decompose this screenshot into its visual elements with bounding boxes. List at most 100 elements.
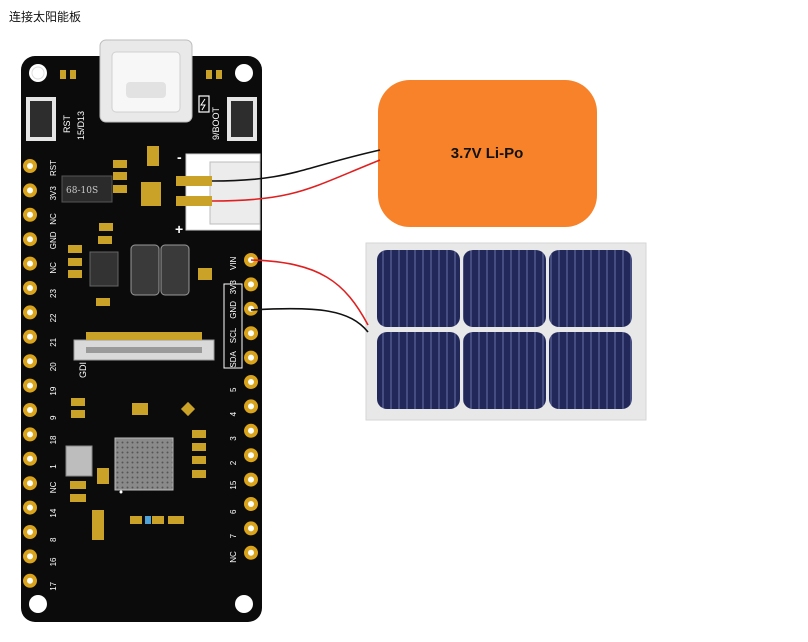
left-pin-14: 14 bbox=[23, 500, 58, 518]
mounting-holes bbox=[29, 64, 253, 613]
pin-hole bbox=[248, 379, 254, 385]
left-pin-label: 16 bbox=[49, 557, 58, 566]
left-pin-1: 3V3 bbox=[23, 183, 58, 200]
right-pin-1: 3V3 bbox=[229, 277, 258, 294]
battery-negative-wire bbox=[211, 149, 381, 182]
pin-hole bbox=[248, 354, 254, 361]
pin-hole bbox=[27, 431, 33, 438]
right-pin-5: 5 bbox=[229, 375, 258, 392]
solar-positive-wire bbox=[250, 259, 369, 326]
solar-cell bbox=[463, 250, 546, 327]
pin-hole bbox=[27, 333, 33, 340]
pin-hole bbox=[248, 305, 254, 312]
left-pin-17: 17 bbox=[23, 573, 58, 591]
right-pin-label: 3V3 bbox=[229, 280, 238, 295]
left-pin-label: NC bbox=[49, 481, 58, 493]
pin-hole bbox=[27, 187, 33, 194]
pin-hole bbox=[248, 330, 254, 337]
gdi-fpc-connector bbox=[73, 332, 215, 361]
gdi-label: GDI bbox=[78, 362, 88, 378]
left-pin-6: 22 bbox=[23, 305, 58, 322]
left-pin-label: GND bbox=[49, 231, 58, 249]
right-pin-7: 3 bbox=[229, 423, 258, 441]
solar-negative-wire bbox=[250, 307, 369, 333]
esp32-chip bbox=[114, 437, 174, 494]
left-pin-label: 20 bbox=[49, 362, 58, 371]
right-pin-label: SCL bbox=[229, 327, 238, 343]
page-title: 连接太阳能板 bbox=[9, 10, 82, 24]
pin-hole bbox=[248, 403, 254, 410]
right-pin-label: 5 bbox=[229, 387, 238, 392]
battery-positive-wire bbox=[211, 159, 381, 202]
right-pin-4: SDA bbox=[229, 350, 258, 368]
right-pin-8: 2 bbox=[229, 448, 258, 465]
pin-hole bbox=[27, 480, 33, 487]
solar-cell bbox=[377, 332, 460, 409]
wires bbox=[211, 149, 381, 333]
left-pin-label: NC bbox=[49, 213, 58, 225]
d13-label: 15/D13 bbox=[76, 111, 86, 140]
pin-hole bbox=[248, 476, 254, 483]
connector-plus-mark: + bbox=[175, 221, 183, 237]
right-pin-label: 4 bbox=[229, 411, 238, 416]
battery-charger-chip: 68-10S bbox=[61, 175, 113, 203]
pin-hole bbox=[248, 452, 254, 459]
pin-hole bbox=[248, 427, 254, 434]
right-pin-3: SCL bbox=[229, 326, 258, 343]
pin-hole bbox=[248, 281, 254, 288]
rst-button bbox=[26, 97, 56, 141]
left-pin-12: 1 bbox=[23, 451, 58, 469]
left-pin-0: RST bbox=[23, 159, 58, 176]
pin-hole bbox=[27, 407, 33, 413]
pin-hole bbox=[27, 163, 33, 169]
left-pin-15: 8 bbox=[23, 525, 58, 542]
left-pin-label: 14 bbox=[49, 508, 58, 517]
right-pin-label: 15 bbox=[229, 480, 238, 489]
right-pin-9: 15 bbox=[229, 472, 258, 490]
rst-label: RST bbox=[62, 114, 72, 133]
pin-hole bbox=[248, 525, 254, 532]
right-pin-label: 3 bbox=[229, 436, 238, 441]
pin-hole bbox=[27, 236, 33, 243]
regulator-chip bbox=[89, 251, 119, 287]
left-pin-label: 21 bbox=[49, 337, 58, 346]
solar-cell bbox=[463, 332, 546, 409]
right-pin-label: 6 bbox=[229, 509, 238, 514]
pin-hole bbox=[27, 455, 33, 462]
smd-components bbox=[60, 70, 222, 540]
left-pin-5: 23 bbox=[23, 281, 58, 298]
left-pin-2: NC bbox=[23, 207, 58, 225]
pin-hole bbox=[248, 549, 254, 556]
right-pin-6: 4 bbox=[229, 399, 258, 416]
right-pin-label: 2 bbox=[229, 460, 238, 465]
solar-panel bbox=[365, 242, 647, 421]
left-pin-label: 19 bbox=[49, 386, 58, 395]
left-pin-13: NC bbox=[23, 476, 58, 493]
solar-cells bbox=[377, 250, 632, 409]
right-pin-10: 6 bbox=[229, 497, 258, 514]
right-pin-label: SDA bbox=[229, 350, 238, 367]
left-pin-label: RST bbox=[49, 160, 58, 176]
pin-hole bbox=[27, 260, 33, 267]
connector-minus-mark: - bbox=[177, 149, 182, 165]
pin-hole bbox=[27, 504, 33, 511]
left-pin-label: 8 bbox=[49, 537, 58, 542]
inductors bbox=[130, 244, 190, 296]
boot-label: 9/BOOT bbox=[211, 106, 221, 140]
right-pin-12: NC bbox=[229, 545, 258, 563]
solar-cell bbox=[549, 250, 632, 327]
left-pin-3: GND bbox=[23, 231, 58, 249]
solar-cell bbox=[549, 332, 632, 409]
right-pin-label: GND bbox=[229, 301, 238, 319]
pin-hole bbox=[27, 358, 33, 365]
pin-hole bbox=[27, 382, 33, 389]
solar-cell bbox=[377, 250, 460, 327]
esp32-board: RST 15/D13 9/BOOT bbox=[21, 39, 262, 622]
left-pin-label: 3V3 bbox=[49, 186, 58, 201]
boot-button bbox=[227, 97, 257, 141]
pin-hole bbox=[27, 285, 33, 291]
battery-label: 3.7V Li-Po bbox=[451, 145, 524, 162]
